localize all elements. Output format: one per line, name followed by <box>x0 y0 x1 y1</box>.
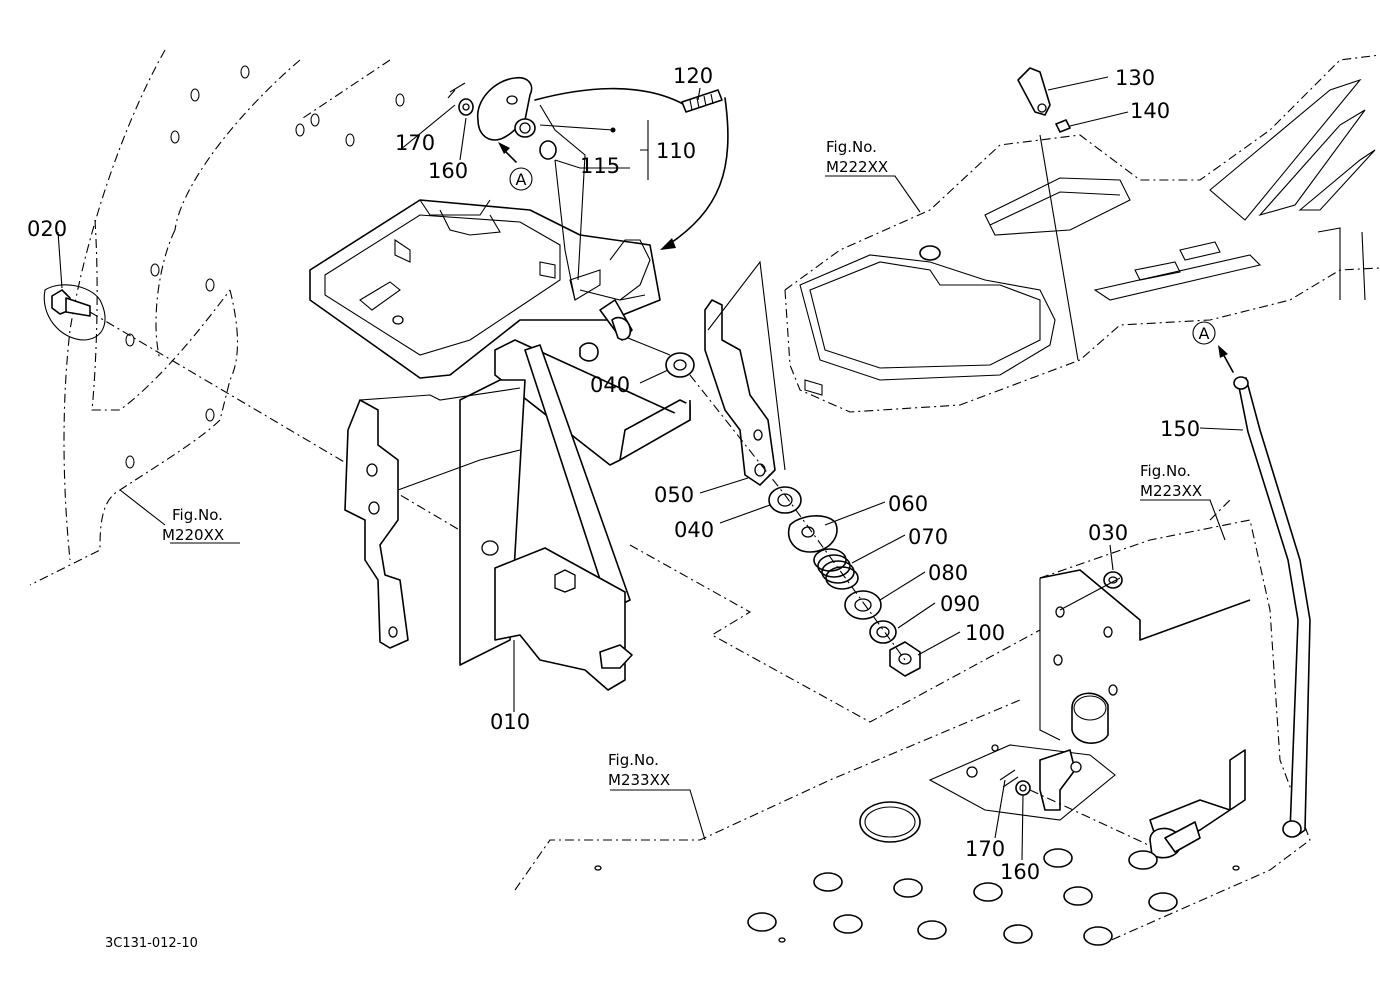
label-130: 130 <box>1115 66 1155 90</box>
label-060: 060 <box>888 492 928 516</box>
label-040-lower: 040 <box>674 518 714 542</box>
bolt-020 <box>43 284 491 549</box>
label-160-top: 160 <box>428 159 468 183</box>
figure-references: Fig.No. M220XX Fig.No. M222XX Fig.No. M2… <box>162 138 1202 789</box>
label-170-bottom: 170 <box>965 837 1005 861</box>
label-050: 050 <box>654 483 694 507</box>
drawing-code: 3C131-012-10 <box>105 936 198 951</box>
label-120: 120 <box>673 64 713 88</box>
label-150: 150 <box>1160 417 1200 441</box>
label-160-bottom: 160 <box>1000 860 1040 884</box>
ref-m222-code: M222XX <box>826 158 888 176</box>
part-labels: 020 170 160 115 110 120 130 140 150 030 … <box>27 64 1200 884</box>
marker-a-rod: A <box>1199 324 1210 343</box>
label-020: 020 <box>27 217 67 241</box>
console-outline <box>784 54 1380 413</box>
ref-m220-code: M220XX <box>162 526 224 544</box>
leader-lines <box>57 76 1244 861</box>
label-100: 100 <box>965 621 1005 645</box>
ref-m223-code: M223XX <box>1140 482 1202 500</box>
washer-spring-stack <box>627 260 921 677</box>
bracket-assembly-010 <box>309 199 691 691</box>
label-070: 070 <box>908 525 948 549</box>
ref-m222-title: Fig.No. <box>826 138 877 156</box>
top-link-group: A <box>447 76 616 301</box>
ref-m233-title: Fig.No. <box>608 751 659 769</box>
label-110: 110 <box>656 139 696 163</box>
label-080: 080 <box>928 561 968 585</box>
marker-a: A <box>516 170 527 189</box>
rod-150: A <box>1192 321 1311 838</box>
label-115: 115 <box>580 154 620 178</box>
label-040-upper: 040 <box>590 373 630 397</box>
label-140: 140 <box>1130 99 1170 123</box>
label-030: 030 <box>1088 521 1128 545</box>
label-010: 010 <box>490 710 530 734</box>
ref-m223-title: Fig.No. <box>1140 462 1191 480</box>
label-090: 090 <box>940 592 980 616</box>
floor-deck-outline <box>514 499 1311 946</box>
left-panel-outline <box>29 49 405 586</box>
ref-m233-code: M233XX <box>608 771 670 789</box>
ref-m220-title: Fig.No. <box>172 506 223 524</box>
label-170-top: 170 <box>395 131 435 155</box>
spring-120 <box>534 87 729 250</box>
lever-130 <box>1017 67 1071 133</box>
